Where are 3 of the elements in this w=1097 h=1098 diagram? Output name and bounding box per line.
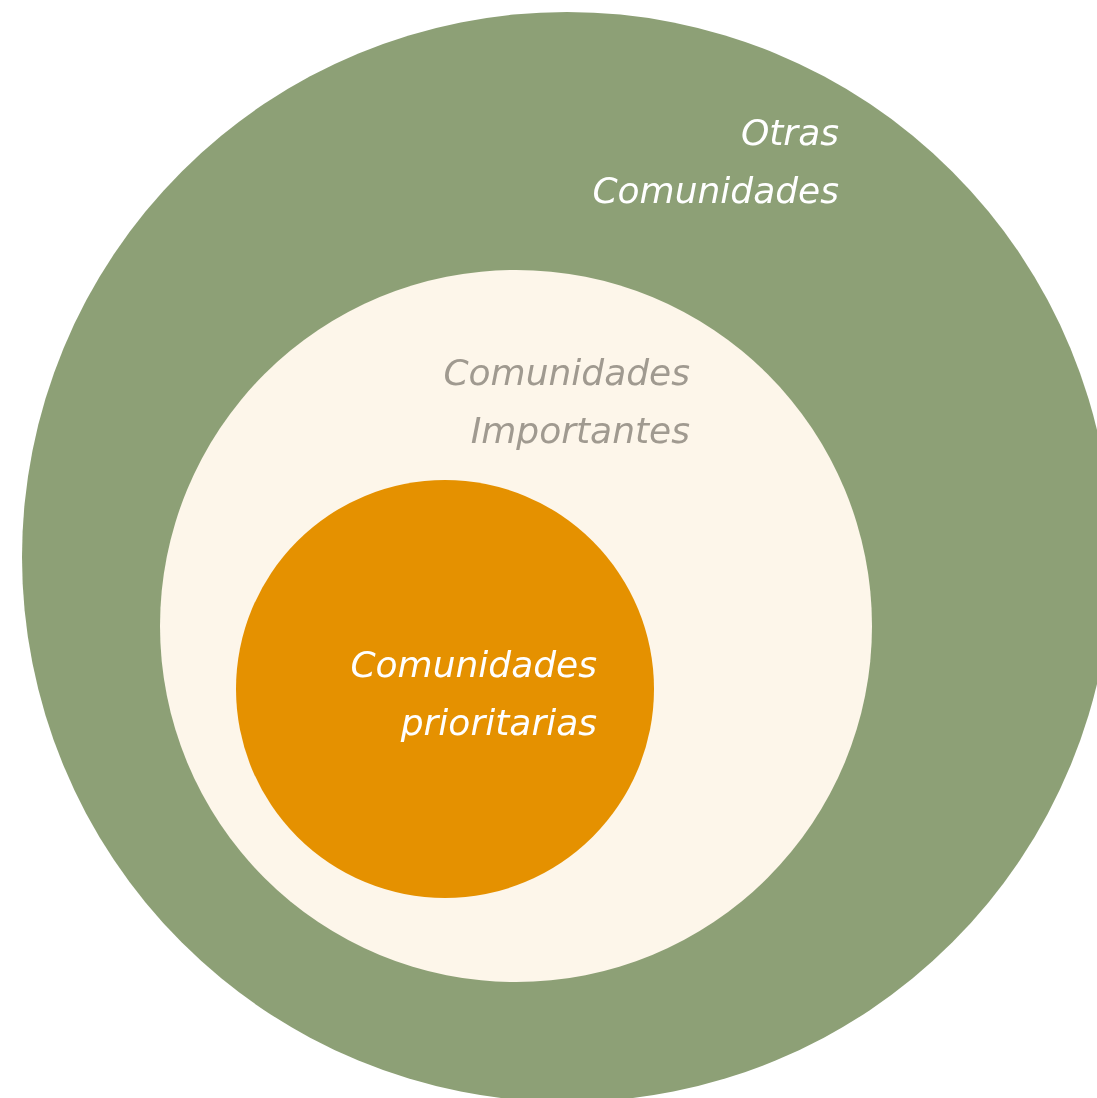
circle-label: Comunidades Importantes	[442, 351, 690, 453]
circle-label: Otras Comunidades	[591, 111, 839, 213]
circle-label: Comunidades prioritarias	[349, 643, 597, 745]
